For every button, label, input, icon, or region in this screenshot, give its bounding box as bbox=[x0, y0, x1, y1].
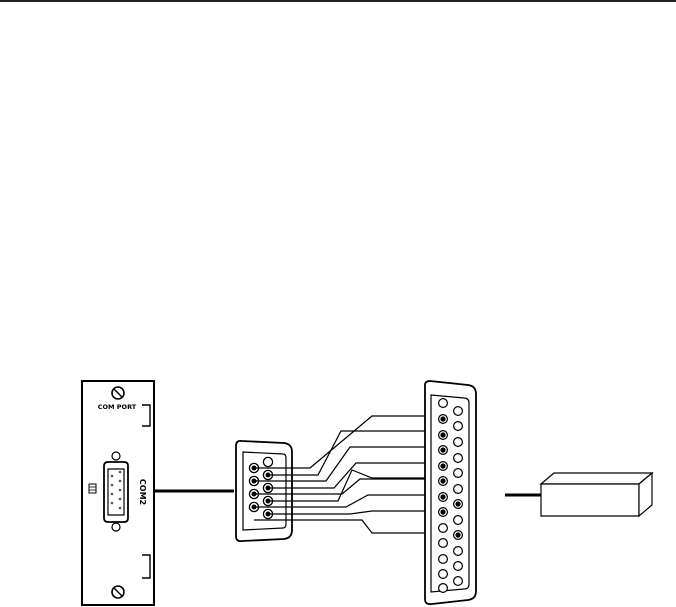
db25-connected-pins bbox=[440, 416, 461, 538]
wire bbox=[268, 430, 443, 476]
db9-shell-inner bbox=[242, 451, 287, 531]
wire bbox=[268, 510, 443, 515]
com-card: COM PORT COM2 bbox=[81, 380, 155, 606]
device-front bbox=[540, 483, 640, 517]
device-box-icon bbox=[539, 471, 654, 518]
panel-title: COM PORT bbox=[98, 403, 137, 411]
db25-pins bbox=[438, 398, 464, 593]
wire bbox=[254, 519, 458, 534]
db9-adapter bbox=[235, 439, 293, 543]
adapter-wires bbox=[254, 415, 458, 534]
screw-icon bbox=[111, 386, 125, 400]
wire bbox=[254, 494, 443, 508]
device-top bbox=[539, 472, 654, 485]
wire bbox=[254, 478, 443, 495]
status-indicator bbox=[88, 483, 97, 494]
screw-icon bbox=[111, 585, 125, 599]
db25-shell-inner bbox=[430, 394, 470, 593]
db25-connector-icon bbox=[424, 380, 477, 606]
card-bottom-tab bbox=[142, 554, 151, 579]
port-label: COM2 bbox=[138, 479, 147, 505]
wire bbox=[268, 469, 443, 502]
device-side bbox=[638, 471, 653, 518]
wire bbox=[268, 462, 443, 489]
card-top-tab bbox=[142, 404, 151, 427]
db9-connector-icon bbox=[103, 451, 129, 532]
db25-shell-outer bbox=[424, 380, 477, 606]
wire bbox=[254, 415, 443, 469]
top-rule bbox=[0, 0, 676, 2]
wire bbox=[254, 446, 443, 482]
